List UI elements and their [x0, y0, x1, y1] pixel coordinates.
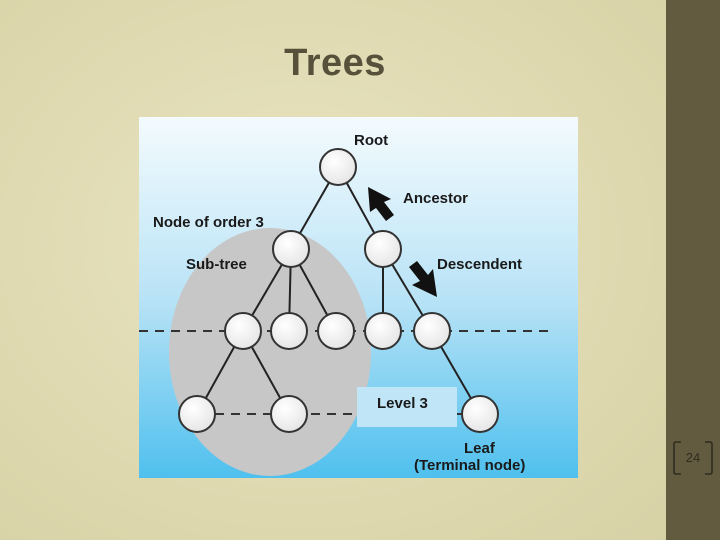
page-number-brackets [673, 441, 713, 475]
tree-node [364, 230, 402, 268]
slide-title: Trees [284, 42, 386, 84]
sub-tree-label: Sub-tree [186, 256, 247, 273]
leaf-label: Leaf [464, 440, 496, 457]
tree-node [178, 395, 216, 433]
page-number-badge: 24 [672, 440, 714, 476]
level-label: Level 3 [377, 395, 428, 412]
root-node [319, 148, 357, 186]
node-of-order-label: Node of order 3 [153, 214, 264, 231]
level-label-box [357, 387, 457, 427]
tree-node [413, 312, 451, 350]
tree-node [317, 312, 355, 350]
slide-side-band [666, 0, 720, 540]
tree-diagram-svg: Root Ancestor Node of order 3 Sub-tree D… [139, 117, 578, 478]
leaf-node [461, 395, 499, 433]
terminal-node-label: (Terminal node) [414, 457, 525, 474]
tree-node [270, 312, 308, 350]
ancestor-label: Ancestor [403, 190, 468, 207]
page-number: 24 [685, 450, 701, 465]
descendent-label: Descendent [437, 256, 522, 273]
tree-node [364, 312, 402, 350]
descendent-arrow-icon [409, 261, 437, 297]
root-label: Root [354, 132, 388, 149]
order-3-node [272, 230, 310, 268]
tree-node [224, 312, 262, 350]
tree-diagram: Root Ancestor Node of order 3 Sub-tree D… [139, 117, 578, 478]
tree-nodes [178, 148, 499, 433]
tree-node [270, 395, 308, 433]
ancestor-arrow-icon [368, 187, 394, 221]
